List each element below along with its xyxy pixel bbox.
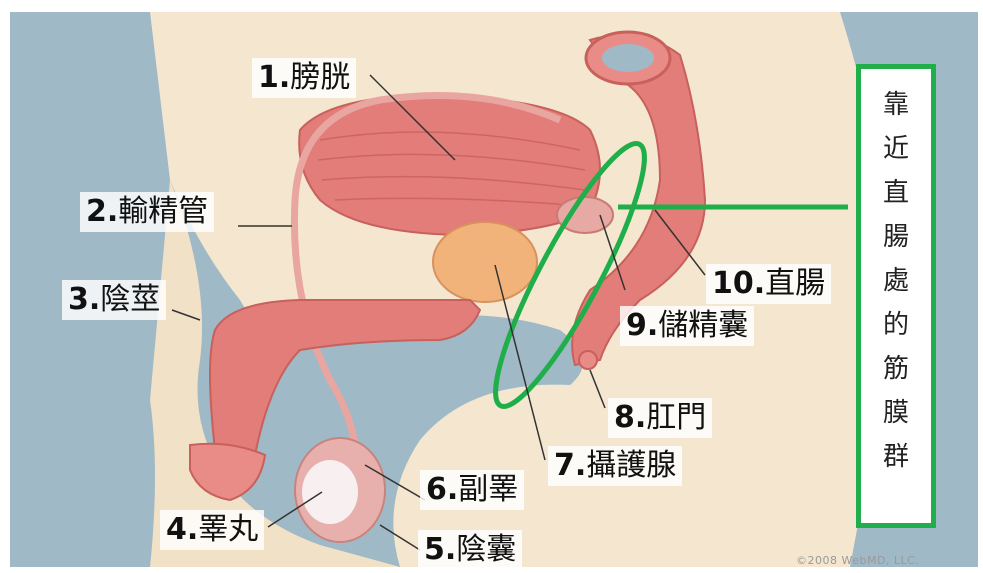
side-char: 群 — [861, 435, 931, 479]
side-label-text: 靠 近 直 腸 處 的 筋 膜 群 — [861, 69, 931, 479]
side-char: 處 — [861, 259, 931, 303]
side-char: 筋 — [861, 347, 931, 391]
label-seminal-vesicle: 9.儲精囊 — [620, 306, 754, 346]
anus — [579, 351, 597, 369]
label-prostate: 7.攝護腺 — [548, 446, 682, 486]
label-anus: 8.肛門 — [608, 398, 712, 438]
side-char: 近 — [861, 127, 931, 171]
testis — [302, 460, 358, 524]
side-char: 直 — [861, 171, 931, 215]
label-epididymis: 6.副睪 — [420, 470, 524, 510]
side-char: 的 — [861, 303, 931, 347]
label-vas-deferens: 2.輸精管 — [80, 192, 214, 232]
prostate — [433, 222, 537, 302]
side-char: 膜 — [861, 391, 931, 435]
label-rectum: 10.直腸 — [706, 264, 831, 304]
rectum-lumen — [602, 44, 654, 72]
label-testis: 4.睪丸 — [160, 510, 264, 550]
label-scrotum: 5.陰囊 — [418, 530, 522, 570]
fascia-side-label: 靠 近 直 腸 處 的 筋 膜 群 — [856, 64, 936, 528]
label-bladder: 1.膀胱 — [252, 58, 356, 98]
side-char: 靠 — [861, 83, 931, 127]
side-char: 腸 — [861, 215, 931, 259]
copyright-text: ©2008 WebMD, LLC. — [796, 554, 919, 567]
label-penis: 3.陰莖 — [62, 280, 166, 320]
